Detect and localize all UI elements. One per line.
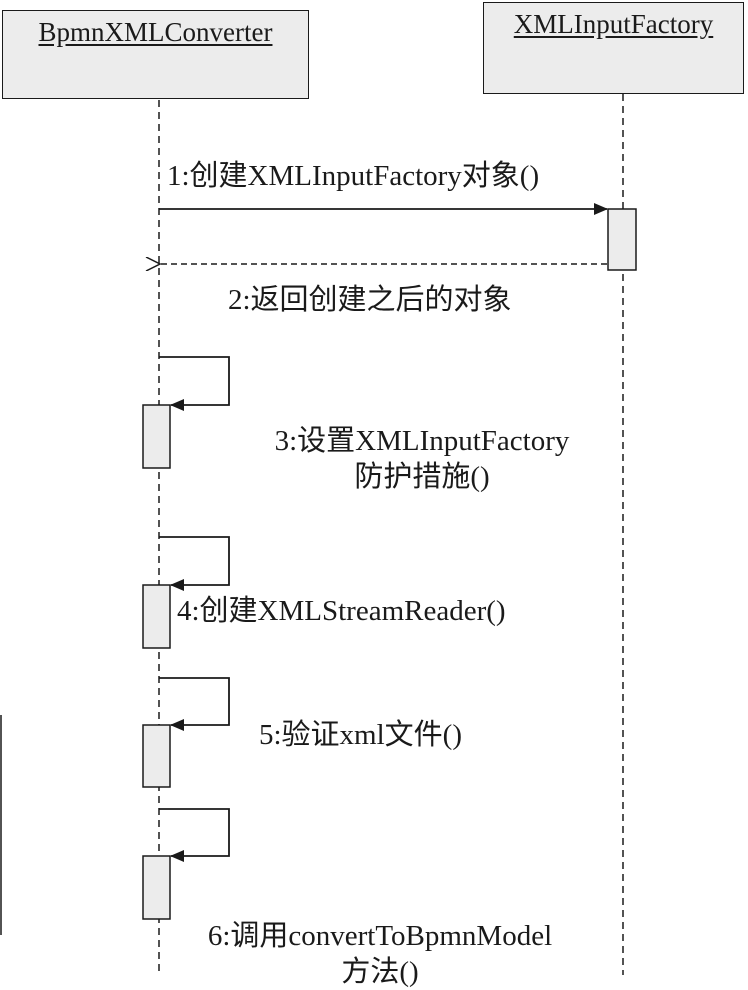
message-5-arrow (159, 677, 230, 731)
message-3-label-line1: 3:设置XMLInputFactory (274, 425, 570, 457)
participant-factory-label: XMLInputFactory (513, 9, 714, 39)
message-4-label: 4:创建XMLStreamReader() (177, 595, 506, 627)
message-1-label: 1:创建XMLInputFactory对象() (167, 160, 540, 192)
message-4-arrow (159, 536, 230, 591)
activation-6 (142, 855, 171, 920)
participant-converter: BpmnXMLConverter (2, 10, 309, 99)
message-2-label: 2:返回创建之后的对象 (228, 284, 512, 316)
activation-4 (142, 584, 171, 649)
participant-factory: XMLInputFactory (483, 2, 744, 94)
message-3-label-line2: 防护措施() (354, 461, 490, 493)
message-3-arrow (159, 356, 230, 411)
activation-factory (607, 208, 637, 271)
message-5-label: 5:验证xml文件() (259, 719, 462, 751)
message-6-label-line2: 方法() (341, 956, 419, 988)
message-3-label: 3:设置XMLInputFactory 防护措施() (222, 423, 622, 495)
participant-converter-label: BpmnXMLConverter (38, 17, 273, 47)
activation-5 (142, 724, 171, 788)
message-6-arrow (159, 808, 230, 862)
activation-3 (142, 404, 171, 469)
message-6-label-line1: 6:调用convertToBpmnModel (207, 920, 553, 952)
message-6-label: 6:调用convertToBpmnModel 方法() (170, 918, 590, 990)
